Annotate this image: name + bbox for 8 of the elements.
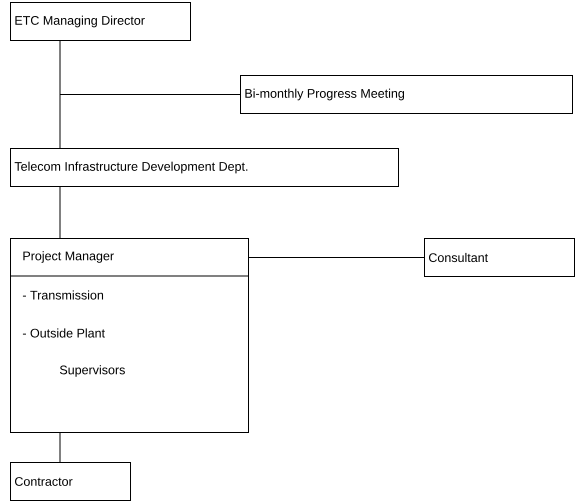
connector-line bbox=[248, 257, 424, 258]
org-box: Bi-monthly Progress Meeting bbox=[240, 75, 573, 114]
org-box: Consultant bbox=[424, 238, 575, 277]
org-box: Project Manager - Transmission - Outside Plant Supervisors bbox=[10, 238, 249, 433]
org-box: ETC Managing Director bbox=[10, 2, 191, 41]
org-box: Contractor bbox=[10, 462, 131, 501]
connector-line bbox=[60, 40, 240, 95]
org-box: Telecom Infrastructure Development Dept. bbox=[10, 148, 399, 187]
